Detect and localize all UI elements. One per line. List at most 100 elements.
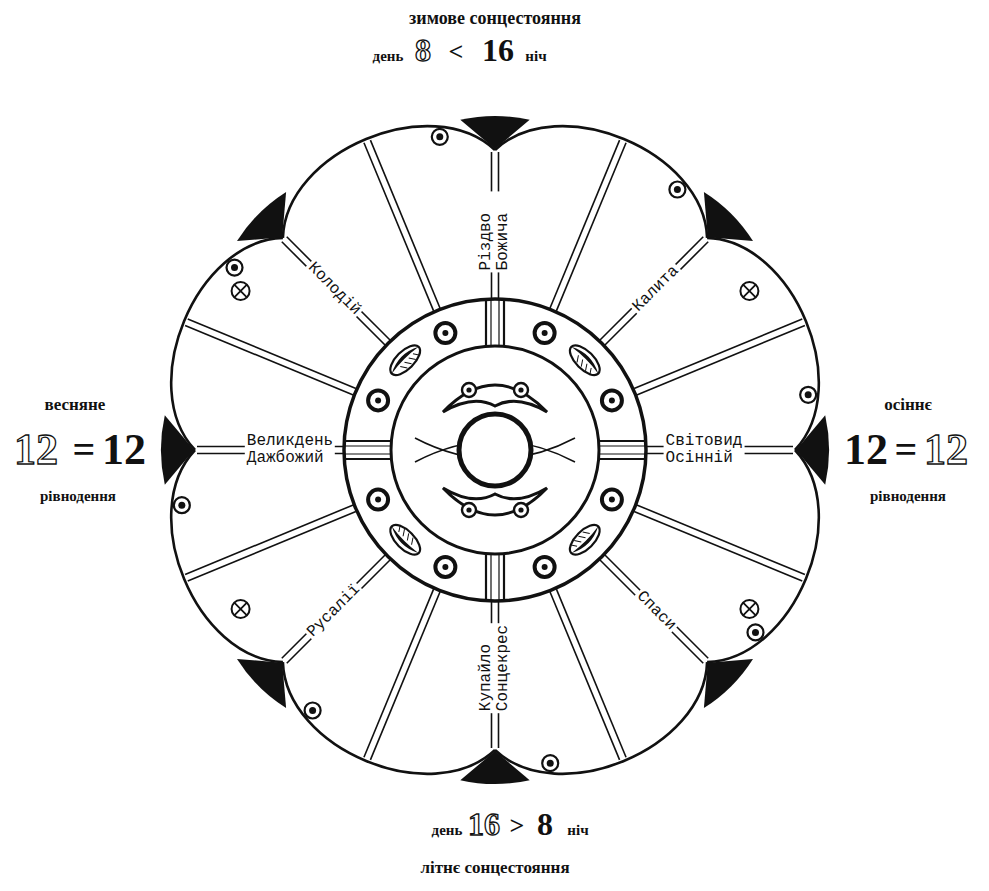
leaf-hatch (404, 359, 411, 366)
wheel-lobe (171, 238, 283, 450)
ring-bar (503, 300, 505, 346)
black-wedge (237, 192, 286, 241)
spokes (185, 140, 805, 760)
solstice-caption: зимове сонцестояння (409, 9, 581, 28)
ring-bar (485, 300, 487, 346)
spoke-line (188, 511, 356, 581)
curl-dot (178, 502, 185, 509)
outer-lobes (171, 126, 819, 774)
curl-ring (542, 755, 558, 771)
ring-bar (345, 445, 391, 446)
leaf-outline (565, 520, 605, 560)
black-wedge (460, 751, 529, 784)
curl-ring (174, 497, 190, 513)
spoke-line (637, 505, 805, 575)
wheel-lobe (171, 450, 283, 662)
wheel-lobe (495, 662, 707, 774)
paisley-dot (518, 507, 523, 512)
cross-lines (234, 285, 247, 298)
leaf-hatch (409, 538, 416, 545)
spoke-line (287, 237, 390, 340)
ring-bar (599, 445, 645, 446)
bullseye-ring (535, 323, 555, 343)
ring-leaf (565, 340, 605, 380)
hours-number: 12 (14, 427, 58, 473)
day-word: день (373, 49, 404, 65)
festival-label: Купайло Сонцекрес (477, 623, 513, 713)
wheel-lobe (707, 238, 819, 450)
bullseye-dot (609, 497, 615, 503)
hours-number: 12 (844, 427, 888, 473)
paisley-shape (443, 488, 547, 515)
inner-disc (344, 299, 646, 601)
bullseye-dot (442, 330, 448, 336)
black-wedge (704, 192, 753, 241)
spoke-line (370, 140, 440, 308)
spoke-line (282, 555, 385, 658)
ring-bar (599, 458, 645, 460)
festival-label: Світовид Осінній (664, 432, 745, 468)
solstice-caption: літнє сонцестояння (420, 859, 569, 877)
spoke-line (364, 589, 434, 757)
crossed-circles (232, 282, 759, 618)
wheel-lobe (495, 126, 707, 238)
black-wedge (161, 415, 194, 484)
hours-number: 12 (924, 427, 968, 473)
ring-bar (345, 458, 391, 460)
bullseye-ring (368, 390, 388, 410)
paisley-dot (518, 387, 523, 392)
curl-ring (227, 260, 243, 276)
leaf-fill (388, 526, 418, 556)
spoke-line (287, 560, 390, 663)
ring-leaf (565, 520, 605, 560)
spoke-line (185, 505, 353, 575)
curl-dot (436, 133, 443, 140)
curl-ring (669, 182, 685, 198)
ring-bar (485, 554, 487, 600)
festival-label: Різдво Божича (477, 192, 513, 273)
bullseye-dot (542, 564, 548, 570)
spoke-line (370, 592, 440, 760)
wheel-lobe (283, 662, 495, 774)
notch-wedges (161, 116, 829, 784)
cross-lines (743, 603, 756, 616)
night-word: ніч (567, 823, 588, 839)
festival-label: Великдень Дажбожий (245, 432, 335, 468)
night-word: ніч (525, 49, 546, 65)
spoke-line (600, 560, 703, 663)
curl-dot (752, 629, 759, 636)
lobe-curls (174, 129, 816, 771)
cross-circle (232, 600, 250, 618)
spoke-line (600, 237, 703, 340)
hours-number: 8 (537, 808, 553, 842)
cross-circle (740, 282, 758, 300)
spoke-line (556, 589, 626, 757)
day-word: день (432, 823, 463, 839)
equals-sign: = (73, 429, 96, 471)
ring-leaf (385, 520, 425, 560)
spoke-line (637, 325, 805, 395)
black-wedge (796, 415, 829, 484)
bullseye-dot (375, 397, 381, 403)
equals-sign: = (895, 429, 918, 471)
paisley-curl (462, 503, 476, 517)
curl-dot (805, 391, 812, 398)
leaf-fill (571, 526, 601, 556)
ring-bar (599, 453, 645, 454)
curl-ring (747, 624, 763, 640)
leaf-hatch (587, 368, 594, 375)
wheel-lobe (283, 126, 495, 238)
spoke-line (605, 555, 708, 658)
ring-bar (490, 300, 491, 346)
ring-bar (345, 453, 391, 454)
bullseye-ring (602, 390, 622, 410)
hours-number: 8 (415, 34, 431, 68)
hub (459, 414, 531, 486)
season-caption: осіннє (884, 396, 932, 414)
paisley-curl (514, 503, 528, 517)
bullseye-dot (609, 397, 615, 403)
hours-number: 16 (468, 808, 500, 842)
festival-label: Спаси (631, 586, 681, 636)
spoke-line (556, 143, 626, 311)
